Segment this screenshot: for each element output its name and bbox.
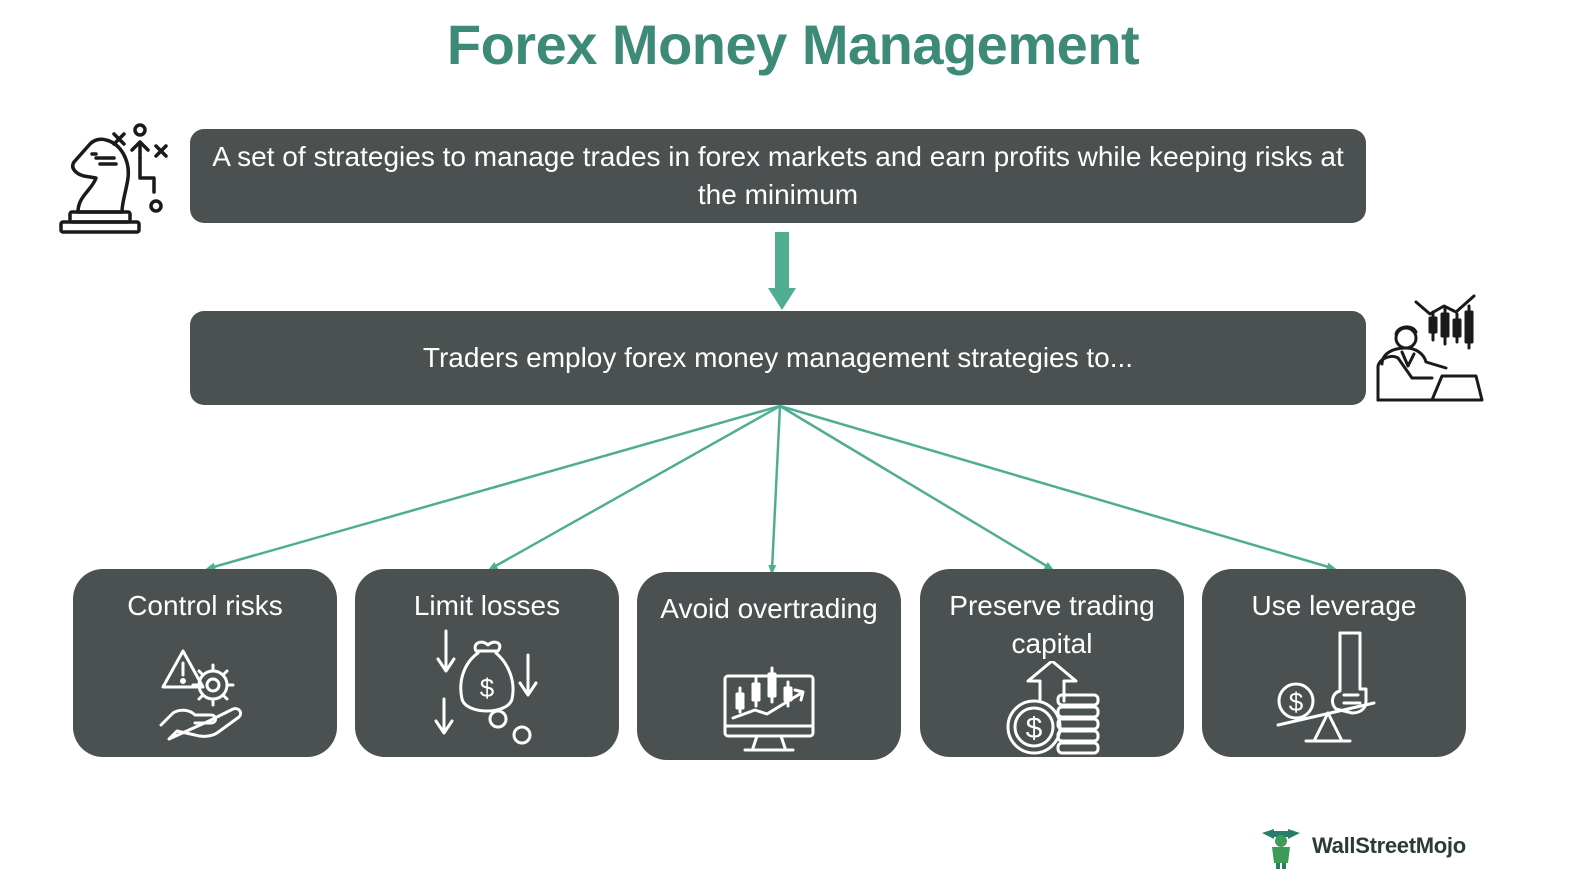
svg-text:$: $ [480,673,495,703]
candlestick-monitor-icon [723,666,815,752]
svg-text:$: $ [1026,712,1043,745]
goal-label: Limit losses [413,590,561,621]
goal-label: Use leverage [1251,590,1417,621]
page-title: Forex Money Management [446,13,1140,76]
goal-use-leverage: Use leverage $ [1202,569,1466,757]
goal-label: Control risks [127,590,283,621]
down-arrow [768,232,796,310]
definition-text: A set of strategies to manage trades in … [212,141,1344,210]
svg-text:$: $ [1289,687,1304,717]
goal-label: Preserve trading capital [949,590,1155,659]
chess-knight-strategy-icon [59,123,168,234]
goal-limit-losses: Limit losses $ [355,569,619,757]
hand-lever-coin-icon: $ [1276,631,1376,743]
definition-box: A set of strategies to manage trades in … [190,129,1366,223]
branch-arrow-2 [487,404,781,571]
coins-up-arrow-icon: $ [1006,661,1100,755]
brand-logo: WallStreetMojo [1258,823,1466,869]
branch-arrow-3 [768,405,782,575]
intro-box: Traders employ forex money management st… [190,311,1366,405]
branch-arrow-4 [779,404,1055,571]
branch-arrow-5 [779,404,1337,571]
goal-preserve-capital: Preserve trading capital $ [920,569,1184,757]
money-bag-down-arrows-icon: $ [434,629,538,745]
intro-text: Traders employ forex money management st… [422,342,1134,373]
risk-hand-gear-icon [159,649,243,741]
brand-name: WallStreetMojo [1312,833,1466,858]
wallstreetmojo-logo-icon [1262,829,1300,869]
goal-control-risks: Control risks [73,569,337,757]
trader-chart-laptop-icon [1376,294,1484,402]
goal-avoid-overtrading: Avoid overtrading [637,572,901,760]
branch-arrow-1 [205,404,781,571]
goal-label: Avoid overtrading [660,593,878,624]
